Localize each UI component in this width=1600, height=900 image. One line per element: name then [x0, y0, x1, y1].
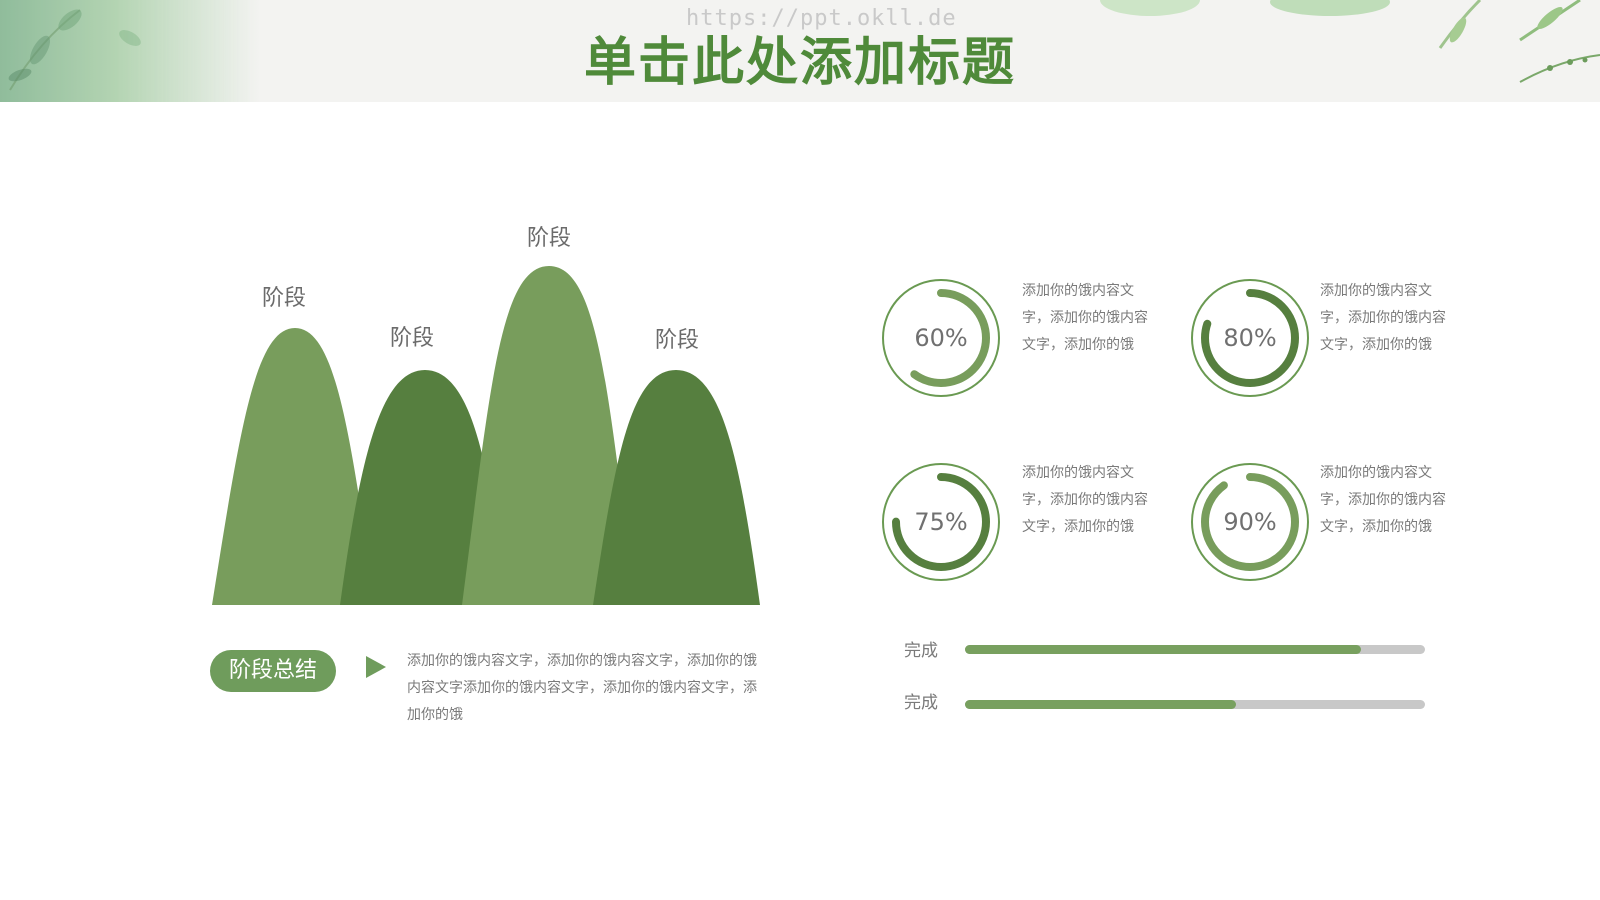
mountain-3 — [462, 266, 635, 605]
ring-description[interactable]: 添加你的饿内容文字，添加你的饿内容文字，添加你的饿 — [1320, 283, 1446, 353]
mountain-label-4: 阶段 — [655, 328, 700, 353]
progress-ring-4: 90% — [1189, 461, 1311, 587]
mountain-graphic — [212, 266, 760, 605]
ring-outline — [1191, 463, 1309, 581]
ring-outline — [882, 279, 1000, 397]
summary-text[interactable]: 添加你的饿内容文字，添加你的饿内容文字，添加你的饿内容文字添加你的饿内容文字，添… — [407, 653, 757, 723]
ring-arc — [892, 289, 990, 387]
ring-percent-label: 60% — [914, 324, 968, 352]
slide-title[interactable]: 单击此处添加标题 — [583, 33, 1016, 93]
ring-arc — [892, 473, 990, 571]
progress-ring-1: 60% — [880, 277, 1002, 403]
triangle-right-icon — [366, 656, 386, 678]
leaf-decoration-right — [1080, 0, 1600, 102]
stage-summary-pill[interactable]: 阶段总结 — [210, 650, 336, 692]
progress-track-2 — [965, 700, 1425, 709]
mountain-1 — [212, 328, 375, 605]
progress-label-2: 完成 — [904, 693, 938, 713]
ring-outline — [1191, 279, 1309, 397]
mountain-label-2: 阶段 — [390, 326, 435, 351]
ring-percent-label: 90% — [1223, 508, 1277, 536]
ring-description[interactable]: 添加你的饿内容文字，添加你的饿内容文字，添加你的饿 — [1022, 465, 1148, 535]
progress-label-1: 完成 — [904, 641, 938, 661]
progress-fill-1 — [965, 645, 1361, 654]
mountain-label-1: 阶段 — [262, 286, 307, 311]
watermark-text: https://ppt.okll.de — [686, 6, 957, 31]
mountain-4 — [593, 370, 760, 605]
ring-percent-label: 80% — [1223, 324, 1277, 352]
progress-track-1 — [965, 645, 1425, 654]
leaf-decoration-left — [0, 0, 260, 102]
ring-percent-label: 75% — [914, 508, 968, 536]
ring-arc — [1201, 289, 1299, 387]
mountain-label-3: 阶段 — [527, 226, 572, 251]
header-banner: https://ppt.okll.de 单击此处添加标题 — [0, 0, 1600, 102]
ring-description[interactable]: 添加你的饿内容文字，添加你的饿内容文字，添加你的饿 — [1022, 283, 1148, 353]
ring-outline — [882, 463, 1000, 581]
progress-ring-2: 80% — [1189, 277, 1311, 403]
ring-arc — [1201, 473, 1299, 571]
progress-fill-2 — [965, 700, 1237, 709]
progress-ring-3: 75% — [880, 461, 1002, 587]
mountain-2 — [340, 370, 505, 605]
ring-description[interactable]: 添加你的饿内容文字，添加你的饿内容文字，添加你的饿 — [1320, 465, 1446, 535]
